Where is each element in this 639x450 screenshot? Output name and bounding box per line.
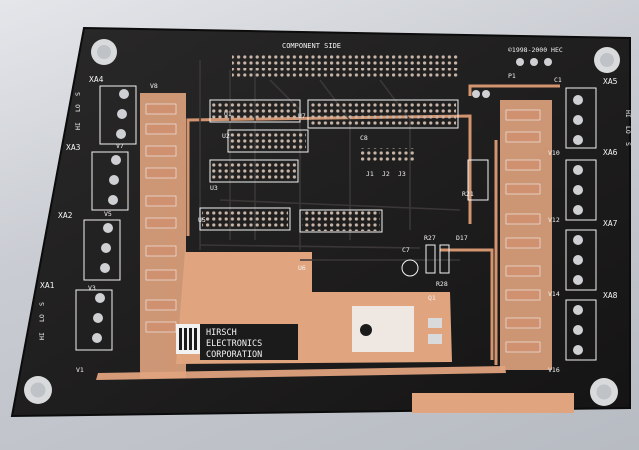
left-connectors bbox=[75, 85, 137, 351]
logo-line-1: HIRSCH bbox=[206, 328, 237, 338]
ref-q1: Q1 bbox=[428, 294, 436, 302]
connector-label-xa4: XA4 bbox=[89, 75, 104, 84]
ref-u2: U2 bbox=[222, 132, 230, 140]
connector-label-xa2: XA2 bbox=[58, 211, 73, 220]
ref-r27: R27 bbox=[424, 234, 436, 242]
ref-v14: V14 bbox=[548, 290, 560, 298]
pin-label-hi-2: HI bbox=[38, 332, 46, 340]
ic-pins bbox=[202, 101, 456, 231]
ref-v3: V3 bbox=[88, 284, 96, 292]
pin-label-hi: HI bbox=[74, 122, 82, 130]
resistor-r27 bbox=[425, 244, 436, 274]
pin-label-s: S bbox=[74, 92, 82, 96]
connector-label-xa1: XA1 bbox=[40, 281, 55, 290]
company-logo bbox=[176, 324, 298, 360]
ref-u1: U1 bbox=[224, 110, 232, 118]
ic-u2 bbox=[227, 129, 309, 153]
ref-v7: V7 bbox=[116, 142, 124, 150]
ref-v5: V5 bbox=[104, 210, 112, 218]
top-pin-header bbox=[232, 54, 460, 78]
ref-v8: V8 bbox=[150, 82, 158, 90]
pin-label-lo-2: LO bbox=[38, 314, 46, 322]
ref-d17: D17 bbox=[456, 234, 468, 242]
ic-u5 bbox=[199, 207, 291, 231]
ref-u7: U7 bbox=[298, 112, 306, 120]
ref-v16: V16 bbox=[548, 366, 560, 374]
ic-regulator bbox=[467, 159, 489, 201]
resistor-array-right bbox=[505, 109, 541, 353]
discrete-components bbox=[360, 58, 552, 344]
connector-label-xa7: XA7 bbox=[603, 219, 618, 228]
capacitor-c7 bbox=[401, 259, 419, 277]
logo-line-3: CORPORATION bbox=[206, 350, 262, 360]
mounting-holes bbox=[24, 39, 620, 406]
pin-label-lo: LO bbox=[74, 104, 82, 112]
connector-label-xa8: XA8 bbox=[603, 291, 618, 300]
ref-c8: C8 bbox=[360, 134, 368, 142]
ic-u1 bbox=[209, 99, 301, 123]
ref-j1: J1 bbox=[366, 170, 374, 178]
logo-line-2: ELECTRONICS bbox=[206, 339, 262, 349]
ref-v10: V10 bbox=[548, 149, 560, 157]
ref-r28: R28 bbox=[436, 280, 448, 288]
ref-r21: R21 bbox=[462, 190, 474, 198]
ref-j3: J3 bbox=[398, 170, 406, 178]
ic-u6 bbox=[299, 209, 383, 233]
pin-label-hi-r: HI bbox=[624, 110, 632, 118]
ref-p1: P1 bbox=[508, 72, 516, 80]
connector-label-xa5: XA5 bbox=[603, 77, 618, 86]
resistor-array-left bbox=[145, 103, 177, 333]
connector-label-xa3: XA3 bbox=[66, 143, 81, 152]
ic-chips bbox=[199, 99, 489, 233]
board-title: COMPONENT SIDE bbox=[282, 42, 341, 50]
silkscreen-text: COMPONENT SIDE ©1998-2000 HEC HIRSCH ELE… bbox=[38, 42, 632, 374]
ref-v1: V1 bbox=[76, 366, 84, 374]
right-connectors bbox=[565, 87, 597, 361]
ref-j2: J2 bbox=[382, 170, 390, 178]
ref-u6: U6 bbox=[298, 264, 306, 272]
copyright-label: ©1998-2000 HEC bbox=[508, 46, 563, 54]
resistor-r28 bbox=[439, 244, 450, 274]
ic-u3 bbox=[209, 159, 299, 183]
ref-c7: C7 bbox=[402, 246, 410, 254]
pin-label-s-2: S bbox=[38, 302, 46, 306]
connector-label-xa6: XA6 bbox=[603, 148, 618, 157]
ref-u5: U5 bbox=[198, 216, 206, 224]
ic-u7 bbox=[307, 99, 459, 129]
ref-u3: U3 bbox=[210, 184, 218, 192]
ref-v12: V12 bbox=[548, 216, 560, 224]
pin-label-s-r: S bbox=[624, 142, 632, 146]
ref-c1: C1 bbox=[554, 76, 562, 84]
pin-label-lo-r: LO bbox=[624, 126, 632, 134]
